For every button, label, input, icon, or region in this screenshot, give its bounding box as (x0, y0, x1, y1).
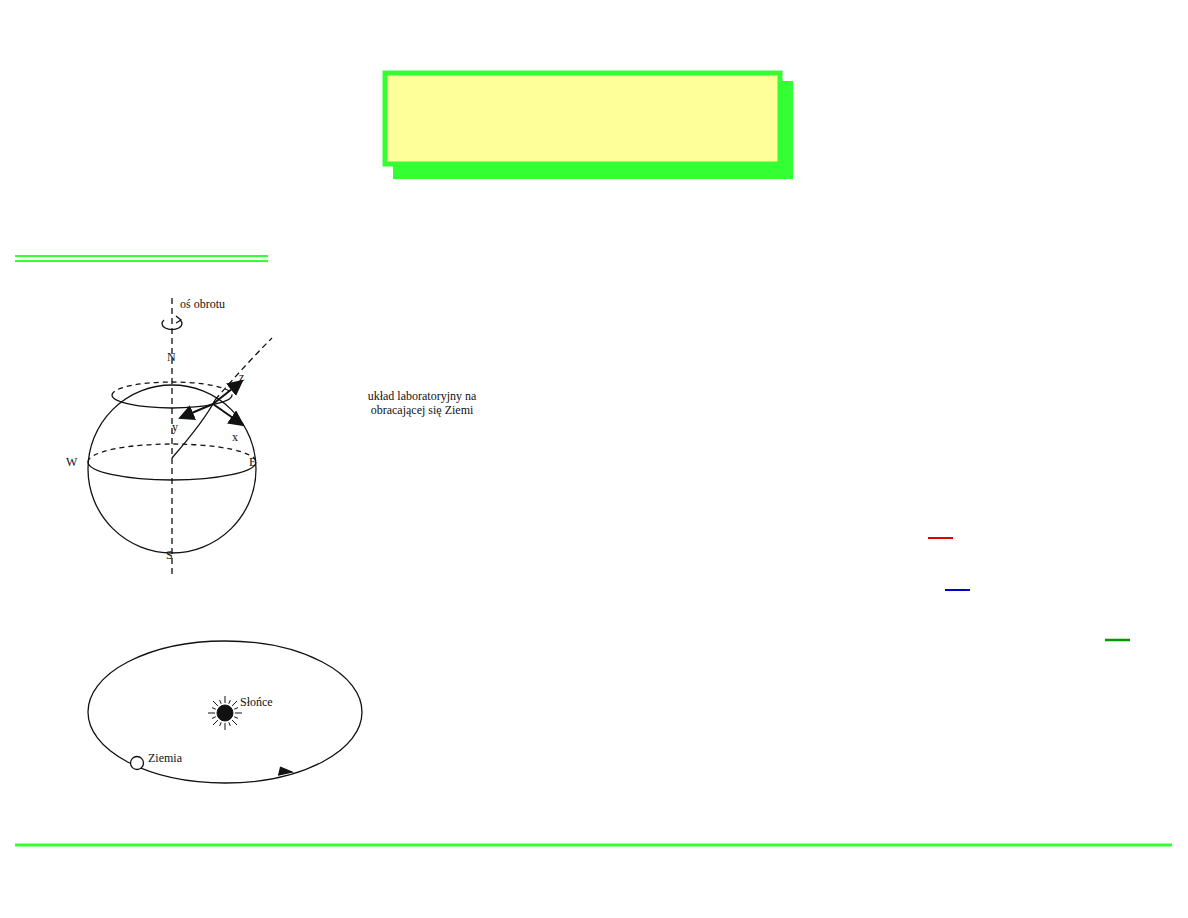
sun-ray (213, 720, 218, 725)
sun (208, 696, 242, 730)
lab-frame (180, 381, 243, 425)
axis-letter: z (239, 370, 244, 384)
earth (131, 757, 144, 770)
axis-letter: x (232, 430, 238, 444)
sun-label: Słońce (240, 695, 273, 709)
direction-label: E (249, 455, 256, 469)
sun-ray (212, 717, 216, 719)
axis-letter: y (172, 420, 178, 434)
sun-ray (234, 717, 238, 719)
sun-ray (213, 701, 218, 706)
sun-ray (212, 708, 216, 710)
footer-rule (15, 844, 1172, 847)
sun-ray (232, 701, 237, 706)
sun-ray (235, 713, 242, 714)
sun-ray (229, 722, 231, 726)
earth-label: Ziemia (148, 751, 182, 765)
pole-label: S (166, 548, 173, 562)
sun-ray (225, 696, 226, 703)
title-box (385, 73, 780, 164)
blue-mark (945, 589, 970, 591)
direction-label: W (66, 455, 77, 469)
sun-ray (234, 708, 238, 710)
sun-ray (229, 700, 231, 704)
sun-ray (220, 722, 222, 726)
sun-ray (232, 720, 237, 725)
frame-label: układ laboratoryjny na obracającej się Z… (363, 389, 481, 417)
red-mark (928, 537, 953, 539)
pole-label: N (167, 350, 176, 364)
sun-ray (220, 700, 222, 704)
sun-ray (208, 713, 215, 714)
rule (15, 260, 268, 262)
green-mark (1105, 639, 1130, 642)
orbit (88, 641, 362, 783)
sun-ray (225, 723, 226, 730)
globe (88, 298, 272, 575)
rule (15, 255, 268, 257)
axis-label: oś obrotu (180, 297, 225, 311)
